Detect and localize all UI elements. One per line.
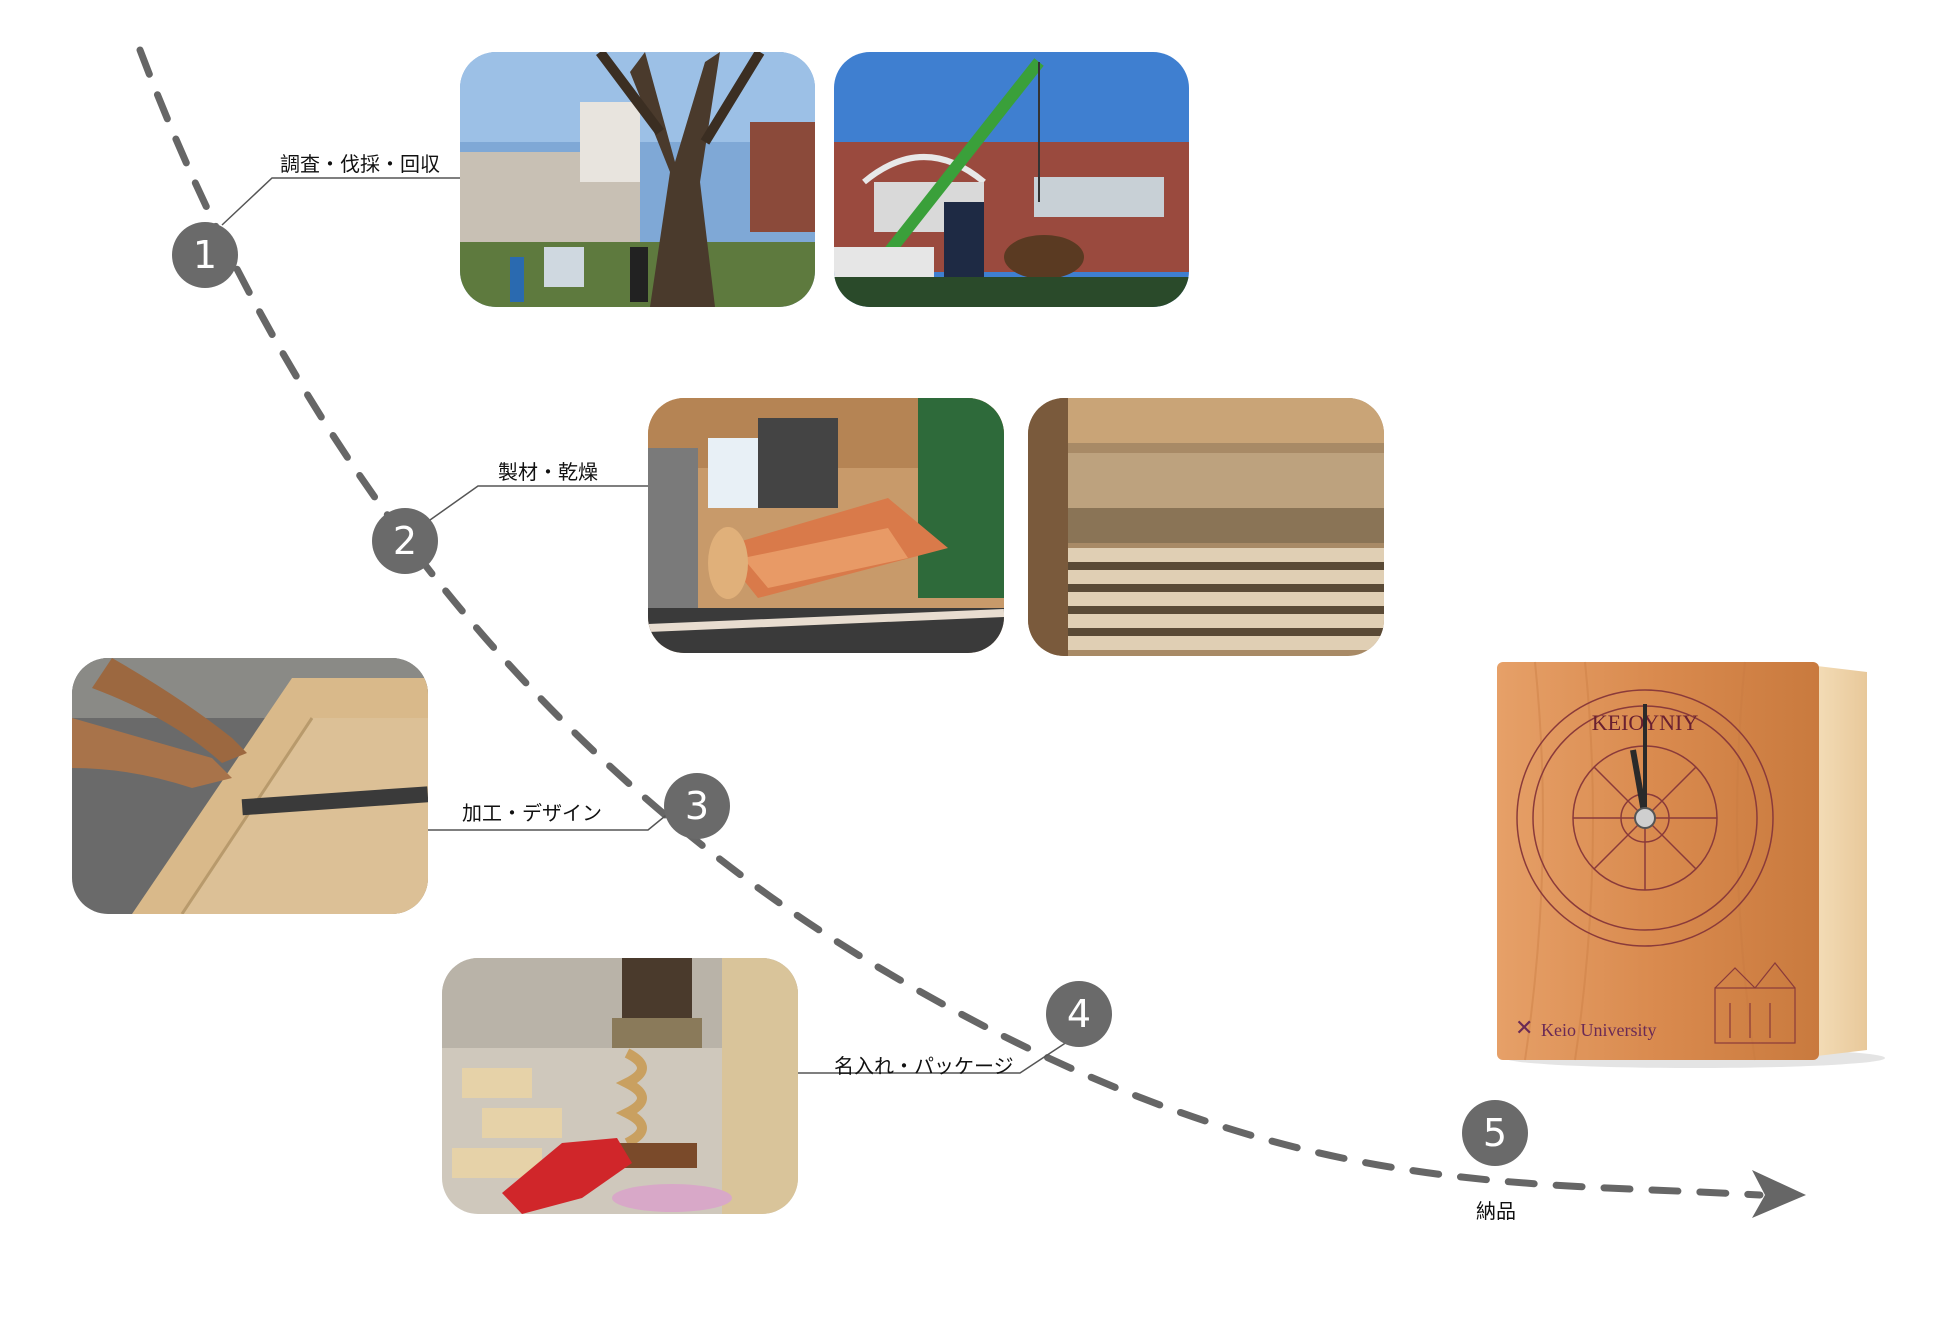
- step-4-label: 名入れ・パッケージ: [834, 1054, 1014, 1078]
- clock-brand-text: Keio University: [1541, 1020, 1656, 1040]
- step-4-circle: 4: [1046, 981, 1112, 1047]
- arrow-head-icon: [1752, 1170, 1806, 1218]
- step-3-circle: 3: [664, 773, 730, 839]
- photo-engraving: [442, 958, 798, 1214]
- step-3-label: 加工・デザイン: [462, 801, 602, 825]
- photo-lumber-drying: [1028, 398, 1384, 656]
- step-1-circle: 1: [172, 222, 238, 288]
- photo-sawmill: [648, 398, 1004, 653]
- step-1-label: 調査・伐採・回収: [280, 152, 440, 176]
- building-engraving-icon: [1714, 962, 1796, 1044]
- step-2-label: 製材・乾燥: [498, 460, 598, 484]
- clock-brand-mark-icon: ✕: [1515, 1015, 1533, 1040]
- photo-crane-removal: [834, 52, 1189, 307]
- photo-tree-survey: [460, 52, 815, 307]
- step-5-label: 納品: [1476, 1199, 1516, 1223]
- step-5-circle: 5: [1462, 1100, 1528, 1166]
- photo-processing: [72, 658, 428, 914]
- step-2-circle: 2: [372, 508, 438, 574]
- product-wooden-clock: ΚΕΙΟΥΝΙΥ ✕ Keio University: [1495, 658, 1885, 1068]
